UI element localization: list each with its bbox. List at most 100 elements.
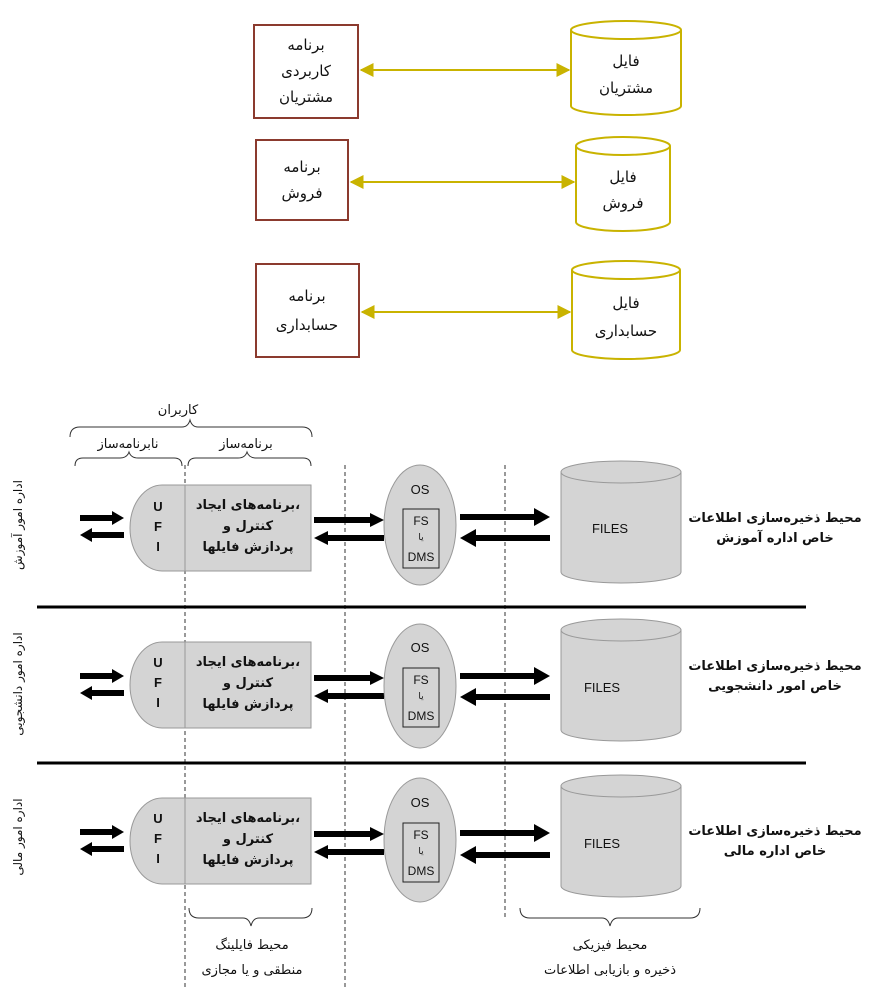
- left-arrow: [80, 511, 124, 525]
- programmer-brace: [187, 450, 312, 467]
- files-cylinder: [560, 460, 682, 584]
- department-row: اداره امور مالی U F I برنامه‌های ایجاد، …: [11, 774, 862, 903]
- os-label: OS: [411, 482, 430, 497]
- right-arrow: [80, 528, 124, 542]
- physical-env-label-line: ذخیره و بازیابی اطلاعات: [544, 963, 676, 978]
- physical-env-label-line: محیط فیزیکی: [573, 938, 648, 953]
- files-label: FILES: [592, 521, 628, 536]
- right-arrow: [80, 686, 124, 700]
- logical-env-brace: [188, 907, 313, 927]
- program-label-line: فروش: [281, 184, 322, 202]
- nonprogrammer-label: نابرنامه‌ساز: [96, 437, 158, 452]
- left-arrow: [80, 825, 124, 839]
- department-row: اداره امور دانشجویی U F I برنامه‌های ایج…: [11, 618, 862, 749]
- left-arrow: [460, 529, 550, 547]
- bottom-section: کاربران نابرنامه‌ساز برنامه‌ساز اداره ام…: [10, 403, 862, 989]
- left-arrow: [314, 531, 384, 545]
- file-label-line: حسابداری: [595, 322, 657, 340]
- right-arrow: [314, 513, 384, 527]
- env-label-line: محیط ذخیره‌سازی اطلاعات: [688, 659, 861, 674]
- fs-box: [402, 508, 440, 569]
- ufi-letter: U: [153, 811, 162, 826]
- right-arrow: [460, 508, 550, 526]
- physical-env-brace: [519, 907, 701, 927]
- files-label: FILES: [584, 680, 620, 695]
- program-label-line: حسابداری: [276, 316, 338, 334]
- department-side-label: اداره امور مالی: [11, 798, 26, 875]
- env-label-line: خاص امور دانشجویی: [708, 679, 842, 694]
- right-arrow: [80, 842, 124, 856]
- programs-box: [184, 641, 312, 729]
- users-label: کاربران: [158, 403, 199, 418]
- right-arrow: [460, 824, 550, 842]
- fs-box: [402, 667, 440, 728]
- fs-or-label: یا: [418, 847, 424, 857]
- department-side-label: اداره امور آموزش: [10, 480, 26, 570]
- right-arrow: [314, 827, 384, 841]
- programs-text-line: برنامه‌های ایجاد،: [196, 811, 300, 826]
- file-label-line: فایل: [612, 52, 639, 70]
- left-arrow: [460, 846, 550, 864]
- program-box-customers: [253, 24, 359, 119]
- ufi-letter: F: [154, 831, 162, 846]
- nonprogrammer-brace: [74, 450, 183, 467]
- ufi-shape: [129, 797, 186, 885]
- program-label-line: برنامه: [288, 287, 325, 305]
- programs-text-line: پردازش فایلها: [202, 697, 293, 712]
- dms-label: DMS: [408, 864, 435, 878]
- files-label: FILES: [584, 836, 620, 851]
- department-row: اداره امور آموزش U F I برنامه‌های ایجاد،…: [10, 460, 862, 586]
- program-box-accounting: [255, 263, 360, 358]
- ufi-letter: F: [154, 675, 162, 690]
- programs-text-line: کنترل و: [222, 676, 274, 691]
- fs-label: FS: [413, 828, 428, 842]
- ufi-shape: [129, 641, 186, 729]
- program-label-line: مشتریان: [279, 88, 333, 106]
- programs-text-line: برنامه‌های ایجاد،: [196, 498, 300, 513]
- ufi-letter: I: [156, 539, 160, 554]
- file-label-line: فایل: [612, 294, 639, 312]
- file-label-line: مشتریان: [599, 79, 653, 97]
- os-label: OS: [411, 640, 430, 655]
- department-side-label: اداره امور دانشجویی: [11, 632, 26, 736]
- programs-text-line: پردازش فایلها: [202, 853, 293, 868]
- programs-text-line: برنامه‌های ایجاد،: [196, 655, 300, 670]
- program-label-line: برنامه: [283, 158, 320, 176]
- left-arrow: [80, 669, 124, 683]
- fs-box: [402, 822, 440, 883]
- env-label-line: محیط ذخیره‌سازی اطلاعات: [688, 824, 861, 839]
- left-arrow: [460, 688, 550, 706]
- programs-text-line: کنترل و: [222, 832, 274, 847]
- logical-env-label-line: محیط فایلینگ: [215, 937, 288, 953]
- programmer-label: برنامه‌ساز: [218, 437, 272, 452]
- ufi-letter: U: [153, 655, 162, 670]
- ufi-letter: F: [154, 519, 162, 534]
- env-label-line: محیط ذخیره‌سازی اطلاعات: [688, 511, 861, 526]
- files-cylinder: [560, 774, 682, 898]
- programs-box: [184, 484, 312, 572]
- top-section: برنامه کاربردی مشتریان فایل مشتریان برنا…: [253, 20, 682, 360]
- file-label-line: فایل: [609, 168, 636, 186]
- program-box-sales: [255, 139, 349, 221]
- left-arrow: [314, 689, 384, 703]
- dms-label: DMS: [408, 709, 435, 723]
- files-cylinder: [560, 618, 682, 742]
- ufi-letter: I: [156, 695, 160, 710]
- ufi-shape: [129, 484, 186, 572]
- program-label-line: کاربردی: [281, 62, 332, 80]
- ufi-letter: I: [156, 851, 160, 866]
- right-arrow: [314, 671, 384, 685]
- file-cylinder-accounting: [571, 260, 681, 360]
- file-cylinder-sales: [575, 136, 671, 232]
- logical-env-label-line: منطقی و یا مجازی: [202, 963, 303, 978]
- programs-box: [184, 797, 312, 885]
- os-label: OS: [411, 795, 430, 810]
- right-arrow: [460, 667, 550, 685]
- fs-label: FS: [413, 514, 428, 528]
- left-arrow: [314, 845, 384, 859]
- ufi-letter: U: [153, 499, 162, 514]
- fs-or-label: یا: [418, 533, 424, 543]
- users-brace: [69, 418, 313, 438]
- env-label-line: خاص اداره آموزش: [716, 529, 834, 546]
